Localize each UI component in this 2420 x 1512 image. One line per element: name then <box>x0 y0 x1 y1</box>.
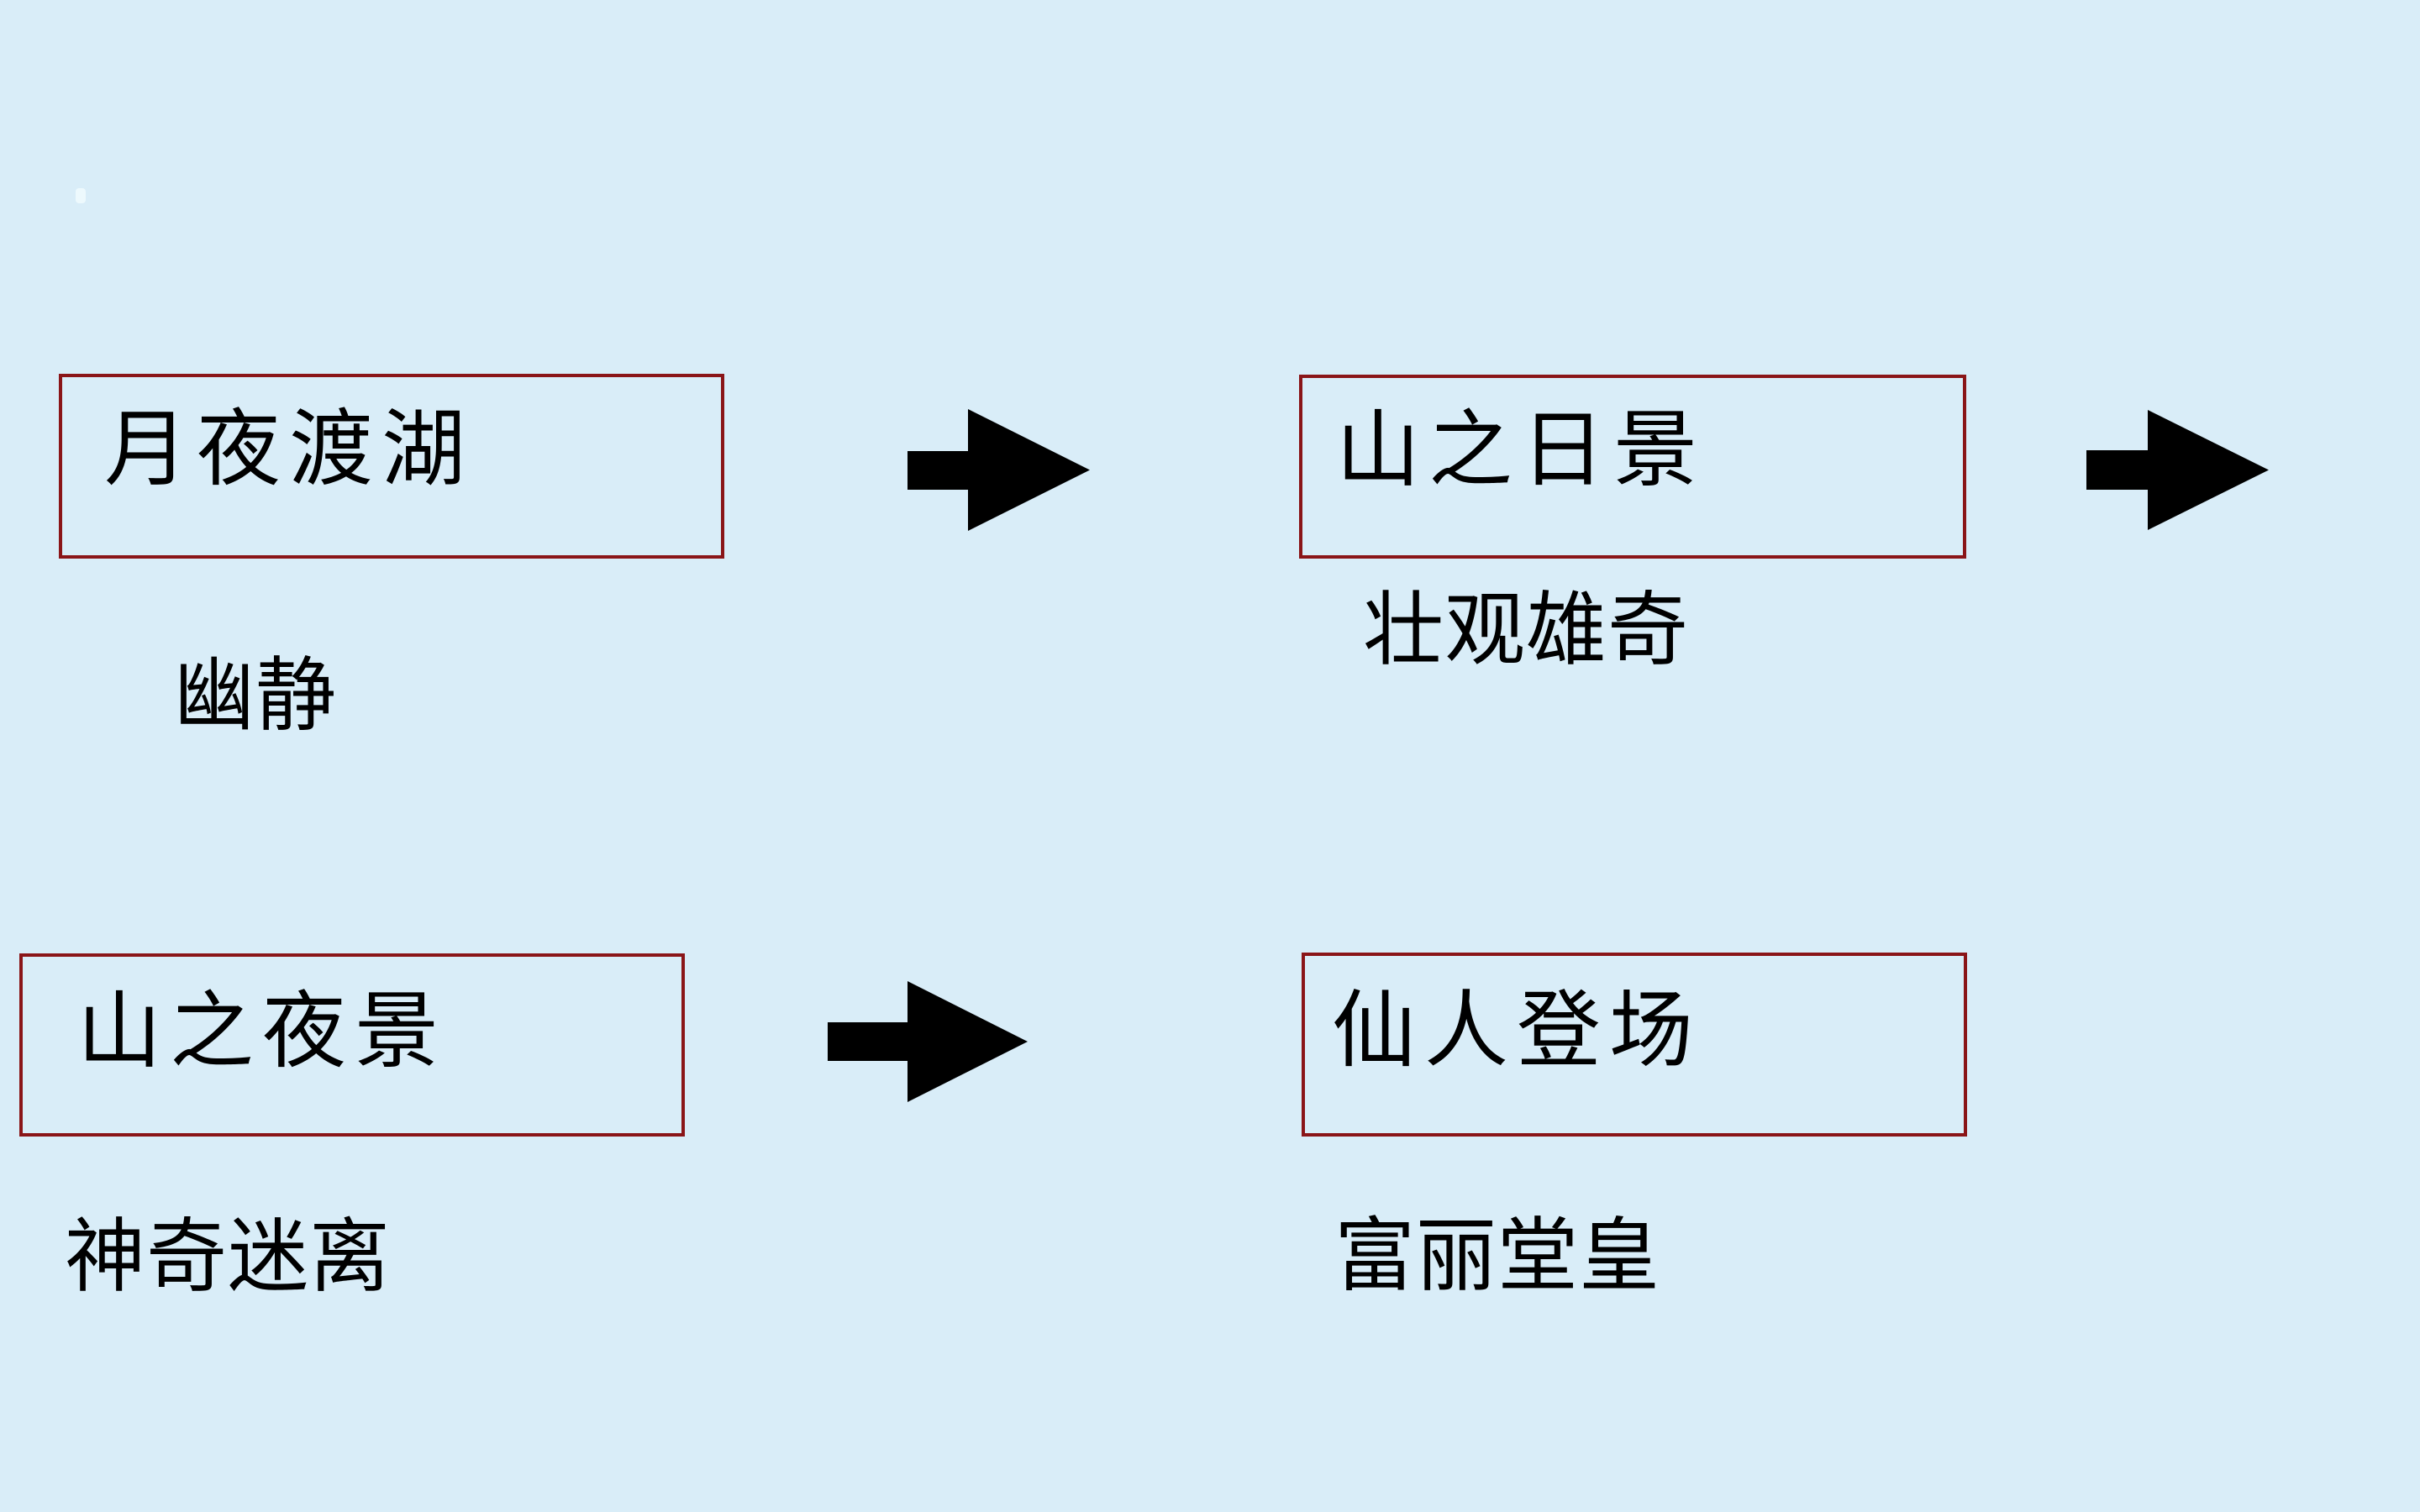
arrow-right-icon <box>828 981 1028 1102</box>
arrow-right-icon <box>2086 410 2269 530</box>
caption-magical-blurred: 神奇迷离 <box>65 1212 391 1302</box>
caption-resplendent: 富丽堂皇 <box>1334 1211 1660 1301</box>
flow-box-label: 月夜渡湖 <box>104 403 474 496</box>
flow-box-mountain-day-scene: 山之日景 <box>1299 375 1966 559</box>
faint-slide-artifact <box>76 188 86 203</box>
flow-box-label: 山之日景 <box>1336 404 1706 497</box>
flow-box-mountain-night-scene: 山之夜景 <box>19 953 685 1137</box>
flow-box-label: 山之夜景 <box>77 985 447 1079</box>
caption-tranquil: 幽静 <box>174 651 337 741</box>
flow-box-label: 仙人登场 <box>1332 984 1702 1078</box>
flow-box-moonlit-lake-crossing: 月夜渡湖 <box>59 374 724 559</box>
flow-box-immortal-appears: 仙人登场 <box>1302 953 1967 1137</box>
caption-magnificent-majestic: 壮观雄奇 <box>1363 585 1689 675</box>
arrow-right-icon <box>908 409 1090 531</box>
